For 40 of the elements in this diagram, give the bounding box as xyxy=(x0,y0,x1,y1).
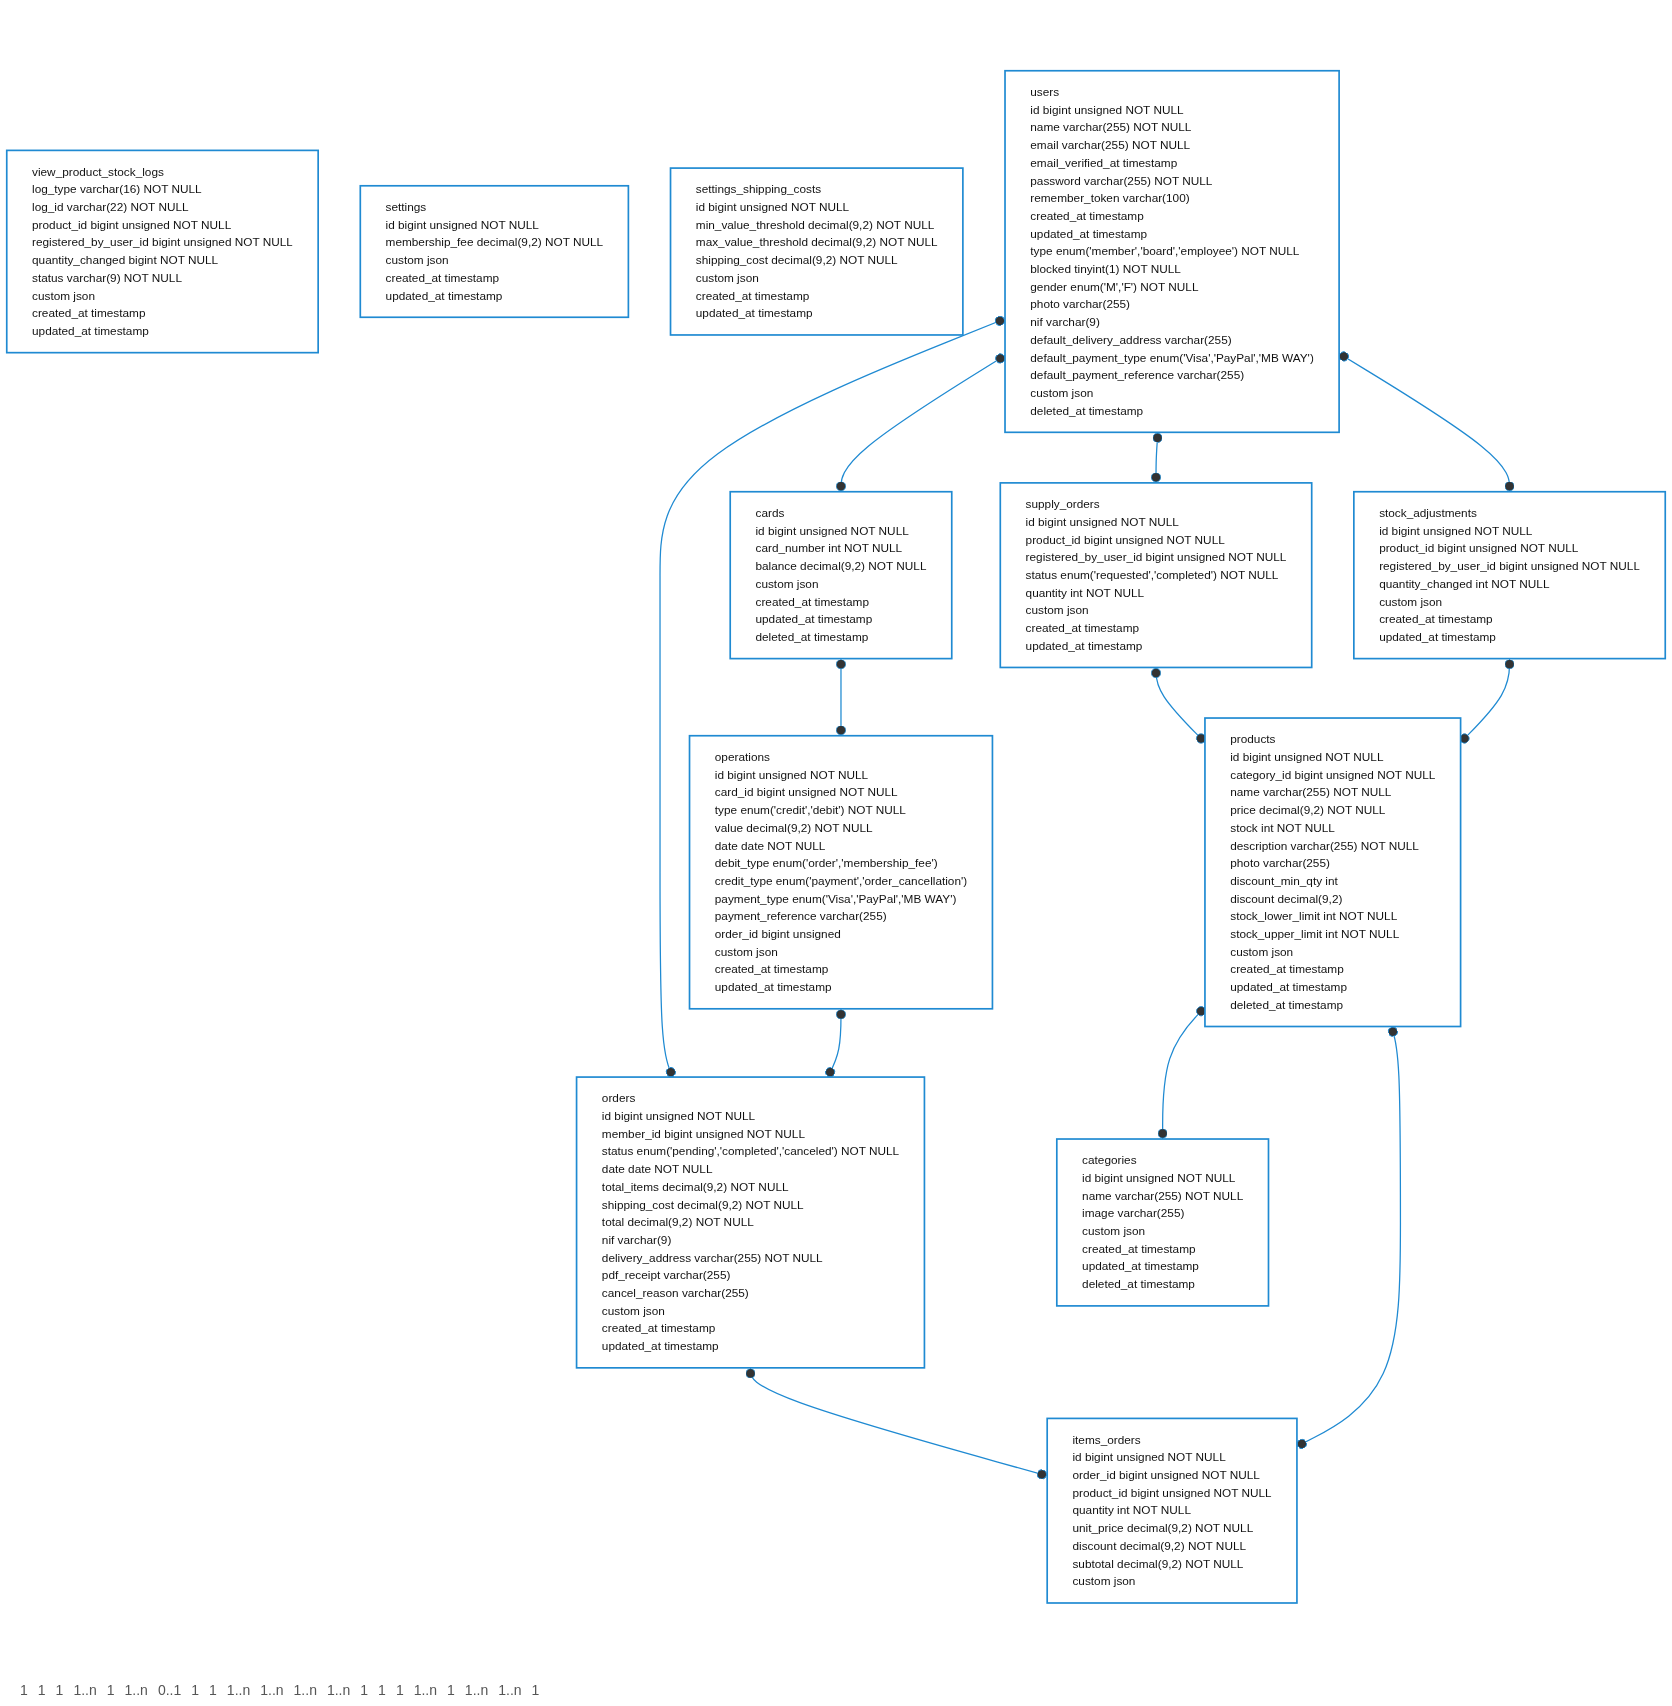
connector xyxy=(1150,431,1163,484)
node-box: categories id bigint unsigned NOT NULL name varchar(255) NOT NULL image varchar(255) custom json created_at timestamp updated_at timestamp deleted_at timestamp xyxy=(1055,1138,1270,1307)
cardinality-label: 1..n xyxy=(326,1682,351,1698)
cardinality-label: 1..n xyxy=(73,1682,97,1698)
node-box: items_orders id bigint unsigned NOT NULL order_id bigint unsigned NOT NULL product_id bigint unsigned NOT NULL quantity int NOT NULL unit_price decimal(9,2) NOT NULL discount decimal(9,2) NOT NULL subtotal decimal(9,2) NOT NULL custom json xyxy=(1046,1417,1298,1604)
cardinality-label: 1 xyxy=(191,1682,200,1698)
connector xyxy=(825,1008,847,1078)
connector xyxy=(745,1367,1048,1480)
cardinality-label: 1 xyxy=(378,1682,386,1698)
cardinality-label: 1 xyxy=(531,1682,540,1698)
connector xyxy=(1296,1026,1402,1450)
cardinality-label: 0..1 xyxy=(157,1682,182,1698)
connector xyxy=(659,315,1006,1078)
cardinality-label: 1..n xyxy=(293,1682,317,1698)
node-box: cards id bigint unsigned NOT NULL card_number int NOT NULL balance decimal(9,2) NOT NULL custom json created_at timestamp updated_at timestamp deleted_at timestamp xyxy=(729,491,953,660)
cardinality-label: 1 xyxy=(106,1682,115,1698)
cardinality-label: 1..n xyxy=(464,1682,489,1698)
cardinality-label: 1..n xyxy=(498,1682,522,1698)
cardinality-label: 1 xyxy=(360,1682,369,1698)
node-box: view_product_stock_logs log_type varchar(16) NOT NULL log_id varchar(22) NOT NULL product_id bigint unsigned NOT NULL registered_by_user_id bigint unsigned NOT NULL quantity_changed bigint NOT NULL status varchar(9) NOT NULL custom json created_at timestamp updated_at timestamp xyxy=(5,149,319,354)
node-box: supply_orders id bigint unsigned NOT NULL product_id bigint unsigned NOT NULL registered_by_user_id bigint unsigned NOT NULL status enum('requested','completed') NOT NULL quantity int NOT NULL custom json created_at timestamp updated_at timestamp xyxy=(999,482,1313,669)
node-box: orders id bigint unsigned NOT NULL member_id bigint unsigned NOT NULL status enum('pending','completed','canceled') NOT NULL date date NOT NULL total_items decimal(9,2) NOT NULL shipping_cost decimal(9,2) NOT NULL total decimal(9,2) NOT NULL nif varchar(9) delivery_address varchar(255) NOT NULL pdf_receipt varchar(255) cancel_reason varchar(255) custom json created_at timestamp updated_at timestamp xyxy=(575,1076,926,1369)
cardinality-label: 1 xyxy=(37,1682,46,1698)
node-box: users id bigint unsigned NOT NULL name varchar(255) NOT NULL email varchar(255) NOT NULL email_verified_at timestamp password varchar(255) NOT NULL remember_token varchar(100) created_at timestamp updated_at timestamp type enum('member','board','employee') NOT NULL blocked tinyint(1) NOT NULL gender enum('M','F') NOT NULL photo varchar(255) nif varchar(9) default_delivery_address varchar(255) default_payment_type enum('Visa','PayPal','MB WAY') default_payment_reference varchar(255) custom json deleted_at timestamp xyxy=(1004,70,1340,434)
cardinality-label: 1 xyxy=(209,1682,217,1698)
cardinality-label: 1..n xyxy=(124,1682,148,1698)
connector xyxy=(835,353,1006,493)
node-box: operations id bigint unsigned NOT NULL card_id bigint unsigned NOT NULL type enum('credit','debit') NOT NULL value decimal(9,2) NOT NULL date date NOT NULL debit_type enum('order','membership_fee') credit_type enum('payment','order_cancellation') payment_type enum('Visa','PayPal','MB WAY') payment_reference varchar(255) order_id bigint unsigned custom json created_at timestamp updated_at timestamp xyxy=(688,735,994,1010)
cardinality-label: 1..n xyxy=(413,1682,438,1698)
cardinality-label: 1..n xyxy=(260,1682,284,1698)
connector xyxy=(835,658,847,737)
cardinality-label: 1 xyxy=(447,1682,455,1698)
cardinality-label: 1..n xyxy=(226,1682,251,1698)
cardinality-label: 1 xyxy=(20,1682,28,1698)
node-box: stock_adjustments id bigint unsigned NOT NULL product_id bigint unsigned NOT NULL registered_by_user_id bigint unsigned NOT NULL quantity_changed int NOT NULL custom json created_at timestamp updated_at timestamp xyxy=(1353,491,1667,660)
node-box: settings id bigint unsigned NOT NULL membership_fee decimal(9,2) NOT NULL custom json created_at timestamp updated_at timestamp xyxy=(359,185,630,319)
node-box: settings_shipping_costs id bigint unsigned NOT NULL min_value_threshold decimal(9,2) NOT NULL max_value_threshold decimal(9,2) NOT NULL shipping_cost decimal(9,2) NOT NULL custom json created_at timestamp updated_at timestamp xyxy=(669,167,964,336)
cardinality-label: 1 xyxy=(395,1682,404,1698)
cardinality-label: 1 xyxy=(55,1682,64,1698)
node-box: products id bigint unsigned NOT NULL category_id bigint unsigned NOT NULL name varchar(255) NOT NULL price decimal(9,2) NOT NULL stock int NOT NULL description varchar(255) NOT NULL photo varchar(255) discount_min_qty int discount decimal(9,2) stock_lower_limit int NOT NULL stock_upper_limit int NOT NULL custom json created_at timestamp updated_at timestamp deleted_at timestamp xyxy=(1204,717,1462,1028)
